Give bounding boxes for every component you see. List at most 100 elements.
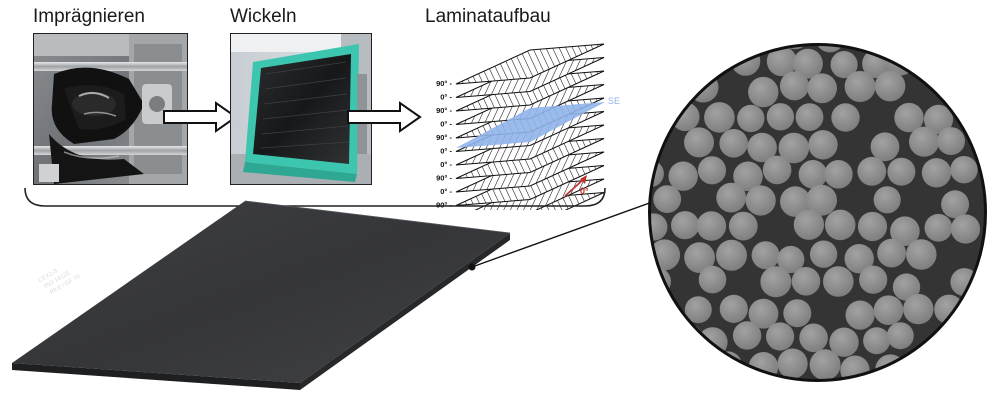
fiber-circle	[857, 156, 887, 186]
fiber-circle	[684, 127, 714, 158]
ply-angle-label: 0° -	[440, 120, 452, 129]
fiber-circle	[748, 76, 779, 108]
fiber-circle	[877, 44, 904, 46]
fiber-circle	[762, 155, 792, 185]
fiber-circle	[748, 298, 779, 329]
fiber-circle	[956, 323, 984, 351]
fiber-circle	[950, 156, 978, 184]
magnification-connector	[468, 200, 656, 271]
fiber-circle	[728, 211, 758, 241]
impregnation-photo	[33, 33, 188, 185]
fiber-circle	[905, 44, 935, 47]
fiber-circle	[684, 242, 715, 273]
fiber-circle	[716, 239, 747, 271]
fiber-circle	[807, 73, 837, 104]
fiber-circle	[937, 127, 965, 156]
fiber-circle	[824, 209, 856, 241]
fiber-circle	[737, 104, 765, 133]
fiber-circle	[857, 211, 888, 242]
fiber-circle	[798, 160, 828, 189]
fiber-circle	[829, 327, 859, 357]
fiber-circle	[847, 44, 877, 46]
fiber-circle	[649, 351, 652, 381]
fiber-circle	[972, 76, 986, 107]
fiber-circle	[716, 182, 747, 213]
fiber-circle	[751, 241, 780, 270]
fiber-circle	[783, 299, 812, 328]
fiber-circle	[732, 321, 762, 350]
fiber-circle	[859, 265, 888, 294]
fiber-circle	[733, 161, 763, 192]
microscopy-cross-section	[648, 43, 990, 382]
fiber-circle	[760, 266, 792, 298]
fiber-circle	[983, 102, 986, 132]
fiber-circle	[873, 295, 904, 325]
fiber-circle	[697, 156, 727, 185]
fiber-circle	[696, 211, 727, 241]
fiber-circle	[892, 273, 921, 301]
ply-angle-label: 90° -	[436, 174, 452, 183]
fiber-direction-arrow	[564, 175, 587, 197]
title-layup: Laminataufbau	[425, 6, 551, 27]
fiber-circle	[831, 103, 860, 132]
fiber-circle	[674, 323, 703, 353]
fiber-circle	[656, 350, 685, 378]
laminate-layup-diagram: 90° -0° -90° -0° -90° -0° -0° -90° -0° -…	[436, 43, 620, 210]
fiber-circle	[923, 104, 954, 134]
fiber-circle	[766, 46, 797, 77]
fiber-circle	[824, 160, 853, 189]
fiber-circle	[988, 162, 990, 190]
fiber-circle	[909, 126, 940, 157]
winding-photo	[230, 33, 372, 185]
title-wind: Wickeln	[230, 6, 297, 27]
fiber-circle	[806, 184, 837, 216]
fiber-circle	[830, 51, 858, 79]
ply-layer	[455, 43, 605, 85]
fiber-circle	[894, 102, 924, 133]
process-arrow-1	[163, 101, 238, 133]
fiber-circle	[766, 103, 795, 131]
fiber-circle	[886, 322, 914, 350]
fiber-circle	[934, 44, 964, 51]
fiber-circle	[950, 214, 981, 244]
ply-angle-label: 90° -	[436, 133, 452, 142]
fiber-circle	[808, 130, 838, 160]
fiber-circle	[779, 71, 809, 101]
fiber-circle	[924, 213, 953, 242]
fiber-circle	[649, 213, 668, 241]
fiber-circle	[809, 240, 838, 268]
fiber-circle	[698, 265, 727, 294]
fiber-circle	[649, 77, 656, 109]
fiber-circle	[877, 238, 906, 268]
title-impregnate: Imprägnieren	[33, 6, 145, 27]
fiber-circle	[934, 294, 964, 325]
fiber-circle	[651, 76, 680, 106]
fiber-circle	[704, 102, 735, 133]
ply-angle-label: 90° -	[436, 106, 452, 115]
fiber-circle	[809, 349, 841, 381]
fiber-circle	[777, 245, 805, 274]
fiber-circle	[887, 157, 916, 186]
fiber-circle	[906, 239, 937, 270]
se-label: SE	[608, 96, 620, 106]
fiber-circle	[719, 129, 748, 158]
ply-angle-label: 90° -	[436, 201, 452, 210]
fiber-circle	[845, 300, 875, 330]
fiber-circle	[792, 48, 823, 79]
fiber-circle	[823, 266, 854, 297]
fiber-circle	[649, 321, 667, 350]
fiber-circle	[873, 186, 901, 214]
fiber-circle	[653, 185, 682, 214]
fiber-circle	[874, 70, 906, 102]
fiber-circle	[668, 161, 698, 191]
fiber-circle	[795, 103, 824, 131]
fiber-circle	[791, 267, 821, 296]
ply-angle-label: 90° -	[436, 79, 452, 88]
fiber-circle	[890, 216, 920, 246]
fiber-circle	[957, 44, 986, 73]
fiber-circle	[964, 297, 986, 329]
fiber-circle	[745, 185, 776, 216]
fiber-circle	[941, 190, 970, 219]
ply-angle-labels: 90° -0° -90° -0° -90° -0° -0° -90° -0° -…	[436, 79, 452, 210]
fiber-circle	[793, 209, 825, 240]
